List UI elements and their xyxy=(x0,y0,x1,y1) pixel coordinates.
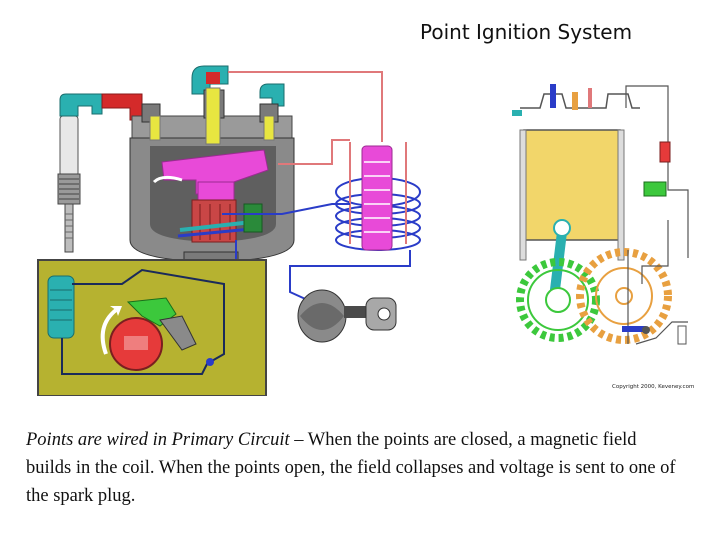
slide-caption: Points are wired in Primary Circuit – Wh… xyxy=(26,426,676,510)
ignition-coil xyxy=(335,142,421,251)
caption-dash: – xyxy=(289,430,308,450)
distributor-cam xyxy=(177,199,263,243)
ignition-wiring xyxy=(625,85,689,345)
terminal-insulators xyxy=(149,87,275,145)
piston xyxy=(519,129,625,261)
caption-lead: Points are wired in Primary Circuit xyxy=(26,430,290,450)
spark-plug xyxy=(57,115,81,253)
cylinder-head xyxy=(512,84,640,116)
distributor-points xyxy=(622,326,650,334)
caption-body: When the points are closed, a magnetic f… xyxy=(26,430,676,506)
slide-title: Point Ignition System xyxy=(420,20,633,44)
ignition-switch xyxy=(297,289,397,343)
plug-wire-boots xyxy=(59,65,285,121)
distributor-diagram xyxy=(37,65,421,396)
copyright-notice: Copyright 2000, Keveney.com xyxy=(612,384,695,390)
coil-and-battery xyxy=(643,141,687,345)
breaker-plate-panel xyxy=(37,259,267,396)
engine-diagram xyxy=(492,52,710,400)
connecting-rod xyxy=(549,219,571,303)
